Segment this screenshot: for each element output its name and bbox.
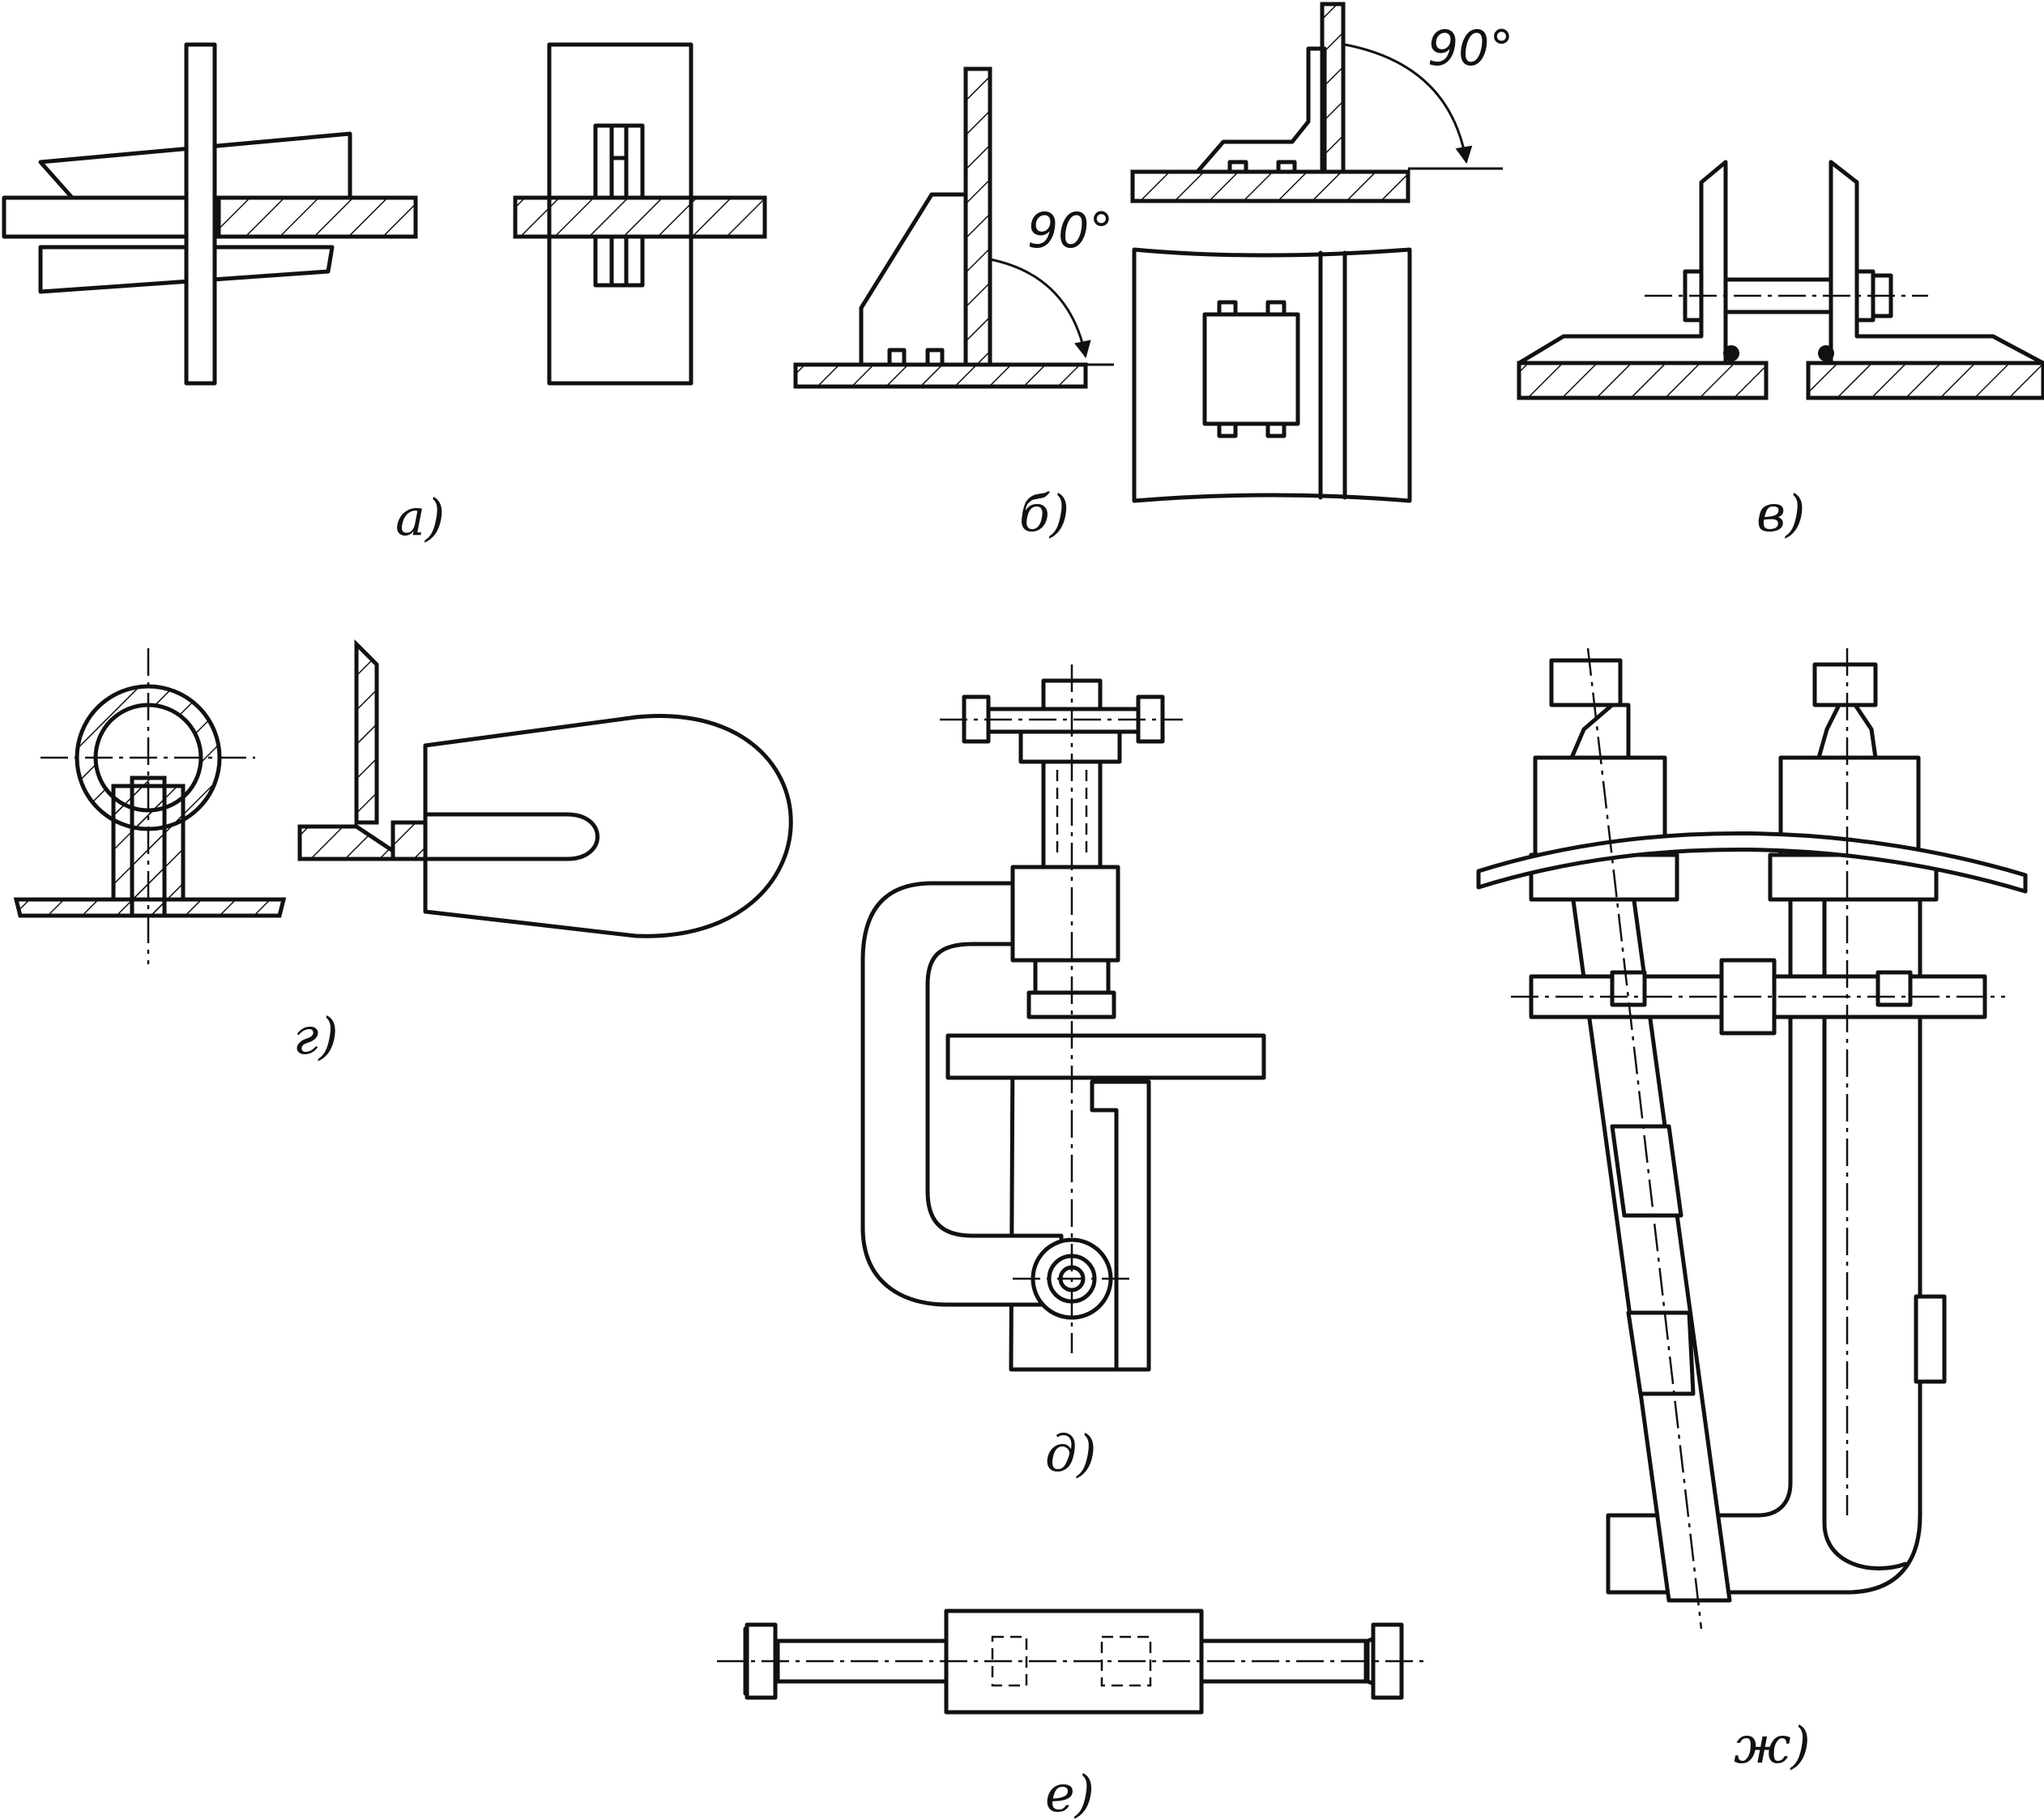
weld-bead-right (1818, 345, 1834, 361)
figure-zh-spreader-clamp: ж) (1476, 647, 2028, 1775)
label-a: а) (395, 488, 445, 547)
angle-clamp-lower-view: 90° (793, 66, 1114, 389)
figure-a-wedge-clamp: а) (2, 42, 767, 547)
figure-g-ring-clamp: г) (13, 639, 793, 1066)
label-e: е) (1045, 1764, 1095, 1820)
wedge-clamp-front-view (513, 42, 767, 386)
label-v: в) (1756, 484, 1805, 543)
angle-90-upper: 90° (1427, 20, 1513, 77)
label-g: г) (293, 1006, 339, 1066)
angle-clamp-plan-view (1132, 247, 1412, 503)
figure-b-angle-clamp: 90° 90° б) (793, 2, 1513, 543)
figure-e-turnbuckle: е) (717, 1609, 1426, 1820)
weld-bead-left (1723, 345, 1739, 361)
label-b: б) (1019, 484, 1069, 543)
angle-clamp-upper-view: 90° (1130, 2, 1513, 203)
figure-d-c-clamp: д) (860, 664, 1266, 1483)
ring-clamp-hook-view (297, 639, 793, 938)
angle-90-lower: 90° (1027, 203, 1113, 259)
wedge-clamp-side-view (2, 42, 418, 386)
label-d: д) (1045, 1424, 1096, 1483)
label-zh: ж) (1734, 1715, 1811, 1775)
ring-clamp-section (13, 648, 287, 964)
figure-v-bolted-angles: в) (1517, 160, 2044, 543)
